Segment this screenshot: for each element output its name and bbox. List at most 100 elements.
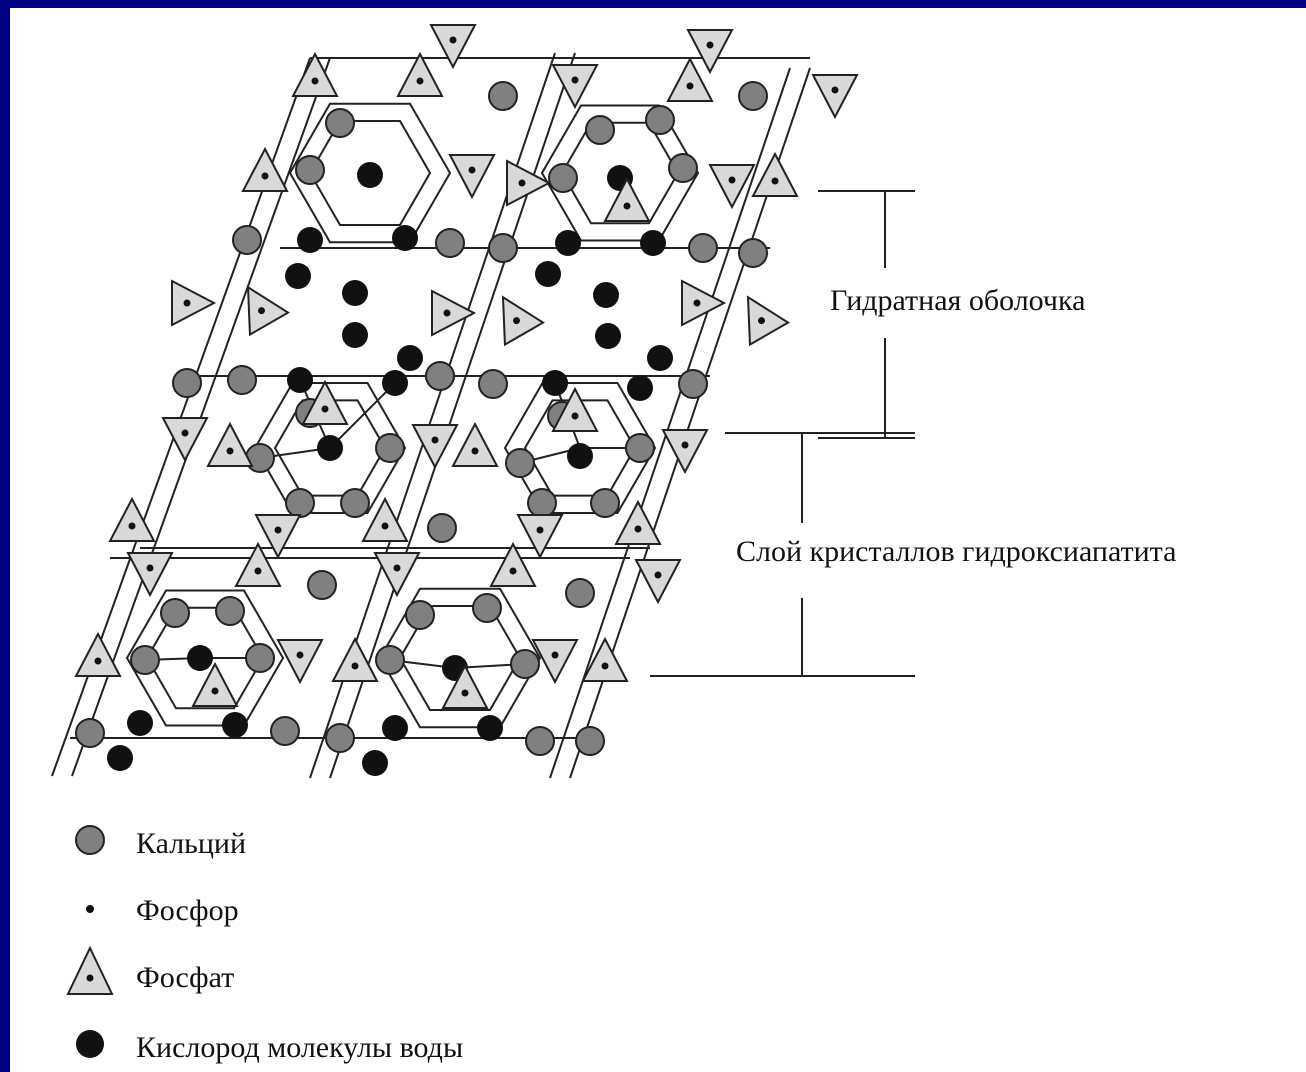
phosphate-triangle <box>246 285 290 337</box>
calcium-atom <box>575 726 605 756</box>
phosphate-triangle <box>331 636 379 682</box>
phosphorus-dot <box>311 77 319 85</box>
phosphorus-dot <box>706 41 714 49</box>
phosphate-triangle <box>74 631 122 677</box>
water-oxygen-atom <box>382 715 408 741</box>
calcium-atom <box>548 163 578 193</box>
phosphate-triangle <box>276 639 324 685</box>
water-oxygen-atom <box>222 712 248 738</box>
phosphorus-dot <box>461 689 469 697</box>
phosphorus-dot <box>94 657 102 665</box>
calcium-atom <box>688 233 718 263</box>
phosphate-group <box>681 279 727 327</box>
phosphate-group <box>74 631 122 677</box>
calcium-atom <box>295 155 325 185</box>
phosphorus-dot <box>536 526 544 534</box>
phosphate-group <box>551 386 599 432</box>
phosphate-triangle <box>431 289 477 337</box>
calcium-atom <box>427 513 457 543</box>
phosphorus-dot <box>211 687 219 695</box>
phosphate-group <box>276 639 324 685</box>
phosphate-triangle <box>126 552 174 598</box>
water-oxygen-atom <box>342 280 368 306</box>
phosphorus-dot <box>296 651 304 659</box>
phosphate-triangle <box>614 499 662 545</box>
phosphate-group <box>431 289 477 337</box>
phosphorus-dot <box>601 662 609 670</box>
phosphate-triangle <box>241 146 289 192</box>
phosphate-group <box>751 151 799 197</box>
phosphorus-dot <box>261 172 269 180</box>
phosphate-triangle <box>681 279 727 327</box>
legend: Кальций Фосфор Фосфат Кислород молекулы … <box>66 825 463 1064</box>
phosphate-group <box>501 295 545 347</box>
water-oxygen-atom <box>107 745 133 771</box>
phosphorus-dot <box>468 166 476 174</box>
water-oxygen-atom <box>287 367 313 393</box>
phosphate-group <box>171 279 217 327</box>
phosphate-group <box>506 159 552 207</box>
calcium-atom <box>738 238 768 268</box>
phosphorus-dot <box>686 82 694 90</box>
phosphorus-dot <box>513 317 520 325</box>
phosphate-triangle <box>441 663 489 709</box>
water-oxygen-atom <box>397 345 423 371</box>
water-oxygen-atom <box>357 162 383 188</box>
phosphate-triangle <box>171 279 217 327</box>
phosphorus-dot <box>449 36 457 44</box>
phosphate-triangle <box>666 56 714 102</box>
phosphate-group <box>206 421 254 467</box>
phosphorus-dot <box>146 564 154 572</box>
water-oxygen-atom <box>640 230 666 256</box>
atoms <box>74 24 859 776</box>
phosphate-group <box>489 541 537 587</box>
calcium-atom <box>130 645 160 675</box>
phosphate-triangle <box>361 496 409 542</box>
phosphorus-dot <box>654 571 662 579</box>
phosphate-triangle <box>411 424 459 470</box>
phosphate-triangle <box>206 421 254 467</box>
calcium-atom <box>645 105 675 135</box>
phosphate-triangle <box>551 64 599 110</box>
phosphate-group <box>361 496 409 542</box>
phosphorus-dot <box>728 176 736 184</box>
calcium-atom <box>435 228 465 258</box>
legend-water-oxygen-label: Кислород молекулы воды <box>136 1031 463 1064</box>
calcium-atom <box>270 716 300 746</box>
calcium-atom <box>510 649 540 679</box>
hexagon-ring <box>503 382 657 514</box>
water-oxygen-atom <box>555 230 581 256</box>
water-oxygen-atom <box>647 345 673 371</box>
phosphate-group <box>614 499 662 545</box>
phosphorus-dot <box>758 317 765 325</box>
calcium-atom <box>75 718 105 748</box>
calcium-atom <box>325 108 355 138</box>
phosphate-triangle <box>254 514 302 560</box>
bond-line <box>329 382 396 449</box>
hexagon-rings <box>125 102 700 729</box>
phosphate-group <box>634 559 682 605</box>
phosphate-group <box>411 424 459 470</box>
phosphate-triangle <box>489 541 537 587</box>
phosphorus-dot <box>471 447 479 455</box>
water-oxygen-atom <box>477 715 503 741</box>
phosphate-triangle <box>751 151 799 197</box>
phosphorus-dot <box>551 651 559 659</box>
calcium-atom <box>527 488 557 518</box>
calcium-atom <box>375 433 405 463</box>
legend-phosphate-icon <box>66 945 114 995</box>
phosphorus-dot <box>443 309 451 317</box>
water-oxygen-atom <box>362 750 388 776</box>
phosphate-group <box>441 663 489 709</box>
phosphorus-dot <box>571 76 579 84</box>
phosphorus-dot <box>351 662 359 670</box>
phosphate-group <box>126 552 174 598</box>
phosphate-triangle <box>811 74 859 120</box>
calcium-atom <box>227 365 257 395</box>
phosphorus-dot <box>128 522 136 530</box>
lattice-edge <box>549 67 791 779</box>
phosphorus-dot <box>509 567 517 575</box>
phosphate-group <box>291 51 339 97</box>
phosphate-group <box>451 421 499 467</box>
legend-water-oxygen-icon <box>76 1030 104 1058</box>
